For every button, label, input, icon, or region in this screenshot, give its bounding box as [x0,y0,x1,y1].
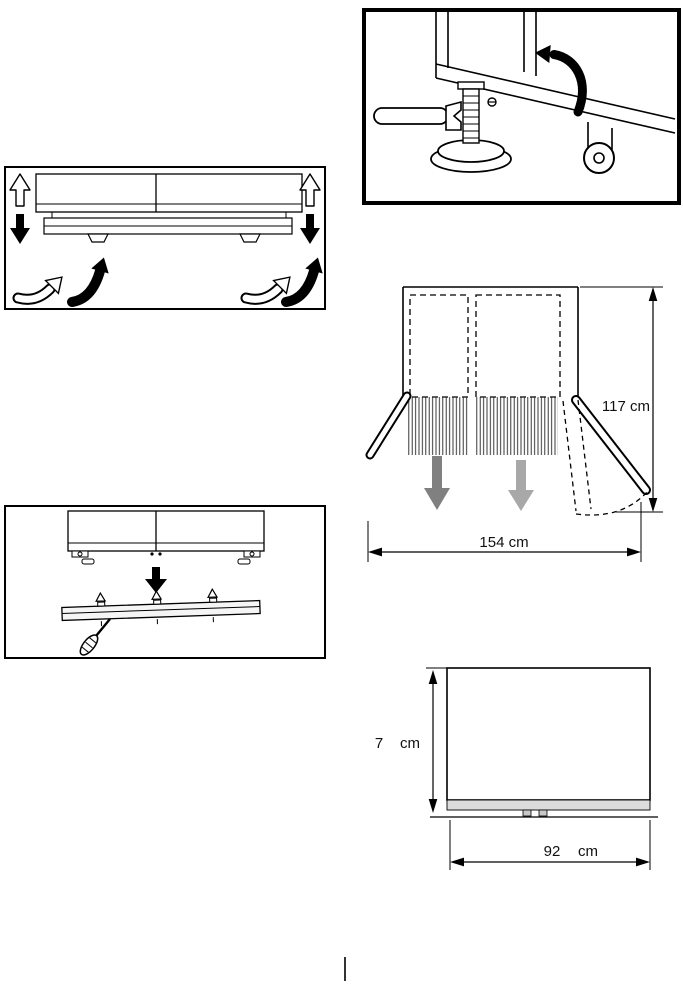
fridge-bottom-front [67,510,265,565]
adjustable-foot-icon [430,81,512,173]
dim-label-gap-height-value: 7 [375,735,383,752]
dimension-line-vertical: 117 cm [580,286,663,513]
up-arrow-outline-icon [9,173,31,207]
cabinet-outline [402,286,579,400]
dim-label-open-height: 117 cm [602,398,650,415]
dimension-line-horizontal: 92 cm [449,820,651,870]
dimension-line-horizontal: 154 cm [367,502,642,562]
right-foot [237,558,251,565]
figure-leveling-foot-detail [362,8,681,205]
rotate-arrow-outline-icon [12,276,63,305]
right-foot [239,233,261,243]
left-foot [87,233,109,243]
right-door-swing-dashed [562,399,649,516]
figure-open-door-dimensions: 117 cm 154 cm [365,286,663,562]
dim-label-gap-height-unit: cm [400,735,420,752]
rotate-arrow-solid-icon [67,257,109,307]
fridge-bottom-front [35,173,303,243]
rotate-arrow-icon [535,45,587,117]
right-door-open [571,395,651,495]
figure-clearance-dimensions: 7 cm 92 cm [375,667,658,870]
right-door-dashed [475,294,561,398]
dim-label-gap-width-unit: cm [578,843,598,860]
roller-wheel-icon [583,122,615,174]
hatch-area-right [475,397,558,455]
pull-out-arrow-icon [424,456,450,510]
left-foot [81,558,95,565]
wrench-icon [373,100,462,131]
figure-foot-adjustment [4,166,326,310]
figure-grille-installation [4,505,326,659]
screwdriver-icon [79,618,111,656]
foot-adjustment-drawing [9,173,323,307]
dim-label-open-width: 154 cm [479,534,528,551]
left-door-dashed [409,294,469,398]
left-door-open [365,391,412,460]
leveling-foot-drawing [373,12,676,174]
up-arrow-outline-icon [299,173,321,207]
base-strip [430,799,658,818]
ventilation-grille [61,587,261,627]
down-arrow-solid-icon [300,214,320,244]
fridge-outline [446,667,651,801]
rotate-arrow-solid-icon [281,257,323,307]
down-arrow-solid-icon [10,214,30,244]
dim-label-gap-width-value: 92 [544,843,561,860]
page-footer-mark [344,957,346,981]
mount-up-arrow-icon [95,587,219,602]
rotate-arrow-outline-icon [240,276,291,305]
pull-out-arrow-icon [508,460,534,511]
dimension-line-vertical: 7 cm [375,667,447,813]
hatch-area-left [408,397,468,455]
down-arrow-solid-icon [145,567,167,593]
grille-installation-drawing [61,510,265,656]
